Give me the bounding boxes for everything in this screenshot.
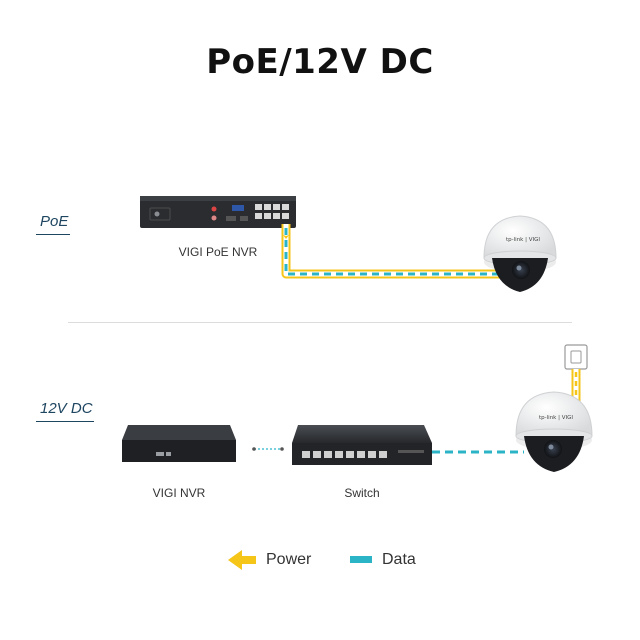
camera-brand-text: tp-link | VIGI [539,415,573,421]
vigi-poe-nvr-label: VIGI PoE NVR [178,245,258,259]
vigi-poe-nvr [140,196,296,228]
power-legend-icon [228,550,256,570]
vigi-nvr-label: VIGI NVR [152,486,206,500]
dc-dome-camera: tp-link | VIGI [515,391,593,472]
network-link [252,447,284,451]
data-legend-label: Data [382,551,416,568]
power-legend-label: Power [266,551,312,568]
section-underline-12v-dc [36,421,94,422]
section-label-poe: PoE [40,213,69,230]
network-switch [292,425,432,465]
poe-cable [281,224,500,279]
vigi-nvr [122,425,236,462]
data-legend-icon [350,556,372,563]
page-title: PoE/12V DC [206,42,434,82]
power-outlet [564,344,588,370]
section-underline-poe [36,234,70,235]
camera-brand-text: tp-link | VIGI [506,237,540,243]
section-divider [68,322,572,323]
section-label-12v-dc: 12V DC [40,400,93,417]
switch-label: Switch [344,486,380,500]
poe-dome-camera: tp-link | VIGI [483,215,557,292]
